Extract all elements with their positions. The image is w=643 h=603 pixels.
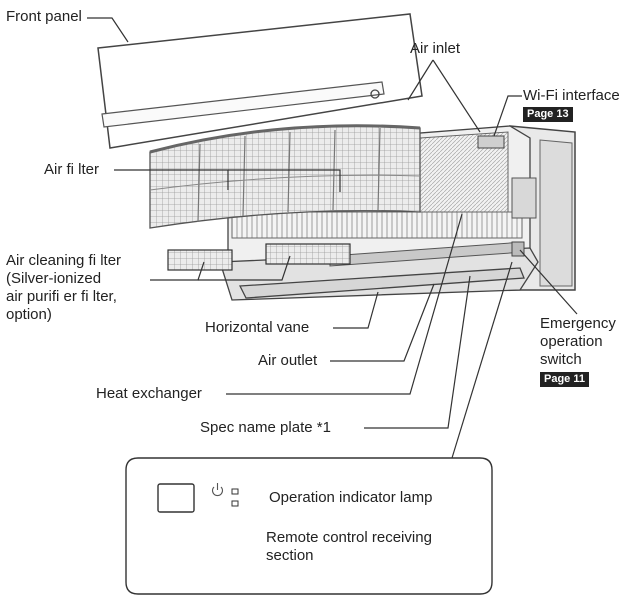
display-panel-callout xyxy=(125,457,493,595)
label-front-panel: Front panel xyxy=(6,8,82,25)
air-filter xyxy=(149,124,421,229)
label-air-filter: Air fi lter xyxy=(44,161,100,178)
air-cleaning-filters xyxy=(167,243,351,271)
front-panel xyxy=(97,13,423,149)
leader-lines xyxy=(87,17,578,546)
label-horizontal-vane: Horizontal vane xyxy=(205,319,310,336)
label-emergency-operation-switch: Emergency operation switch xyxy=(540,315,616,368)
page-ref-emergency: Page 11 xyxy=(540,372,589,387)
page-ref-wifi: Page 13 xyxy=(523,107,573,122)
label-operation-indicator-lamp: Operation indicator lamp xyxy=(269,489,433,506)
indicator-lamp-icon xyxy=(231,488,239,507)
label-heat-exchanger: Heat exchanger xyxy=(96,385,202,402)
label-wifi-interface: Wi-Fi interface xyxy=(523,87,620,104)
label-air-cleaning-filter: Air cleaning fi lter (Silver-ionized air… xyxy=(6,252,122,323)
label-air-outlet: Air outlet xyxy=(258,352,318,369)
label-air-inlet: Air inlet xyxy=(410,40,461,57)
remote-receiver-window xyxy=(157,483,195,513)
label-spec-name-plate: Spec name plate *1 xyxy=(200,419,331,436)
label-remote-control-receiving-section: Remote control receiving section xyxy=(266,529,432,564)
power-icon xyxy=(211,483,224,497)
